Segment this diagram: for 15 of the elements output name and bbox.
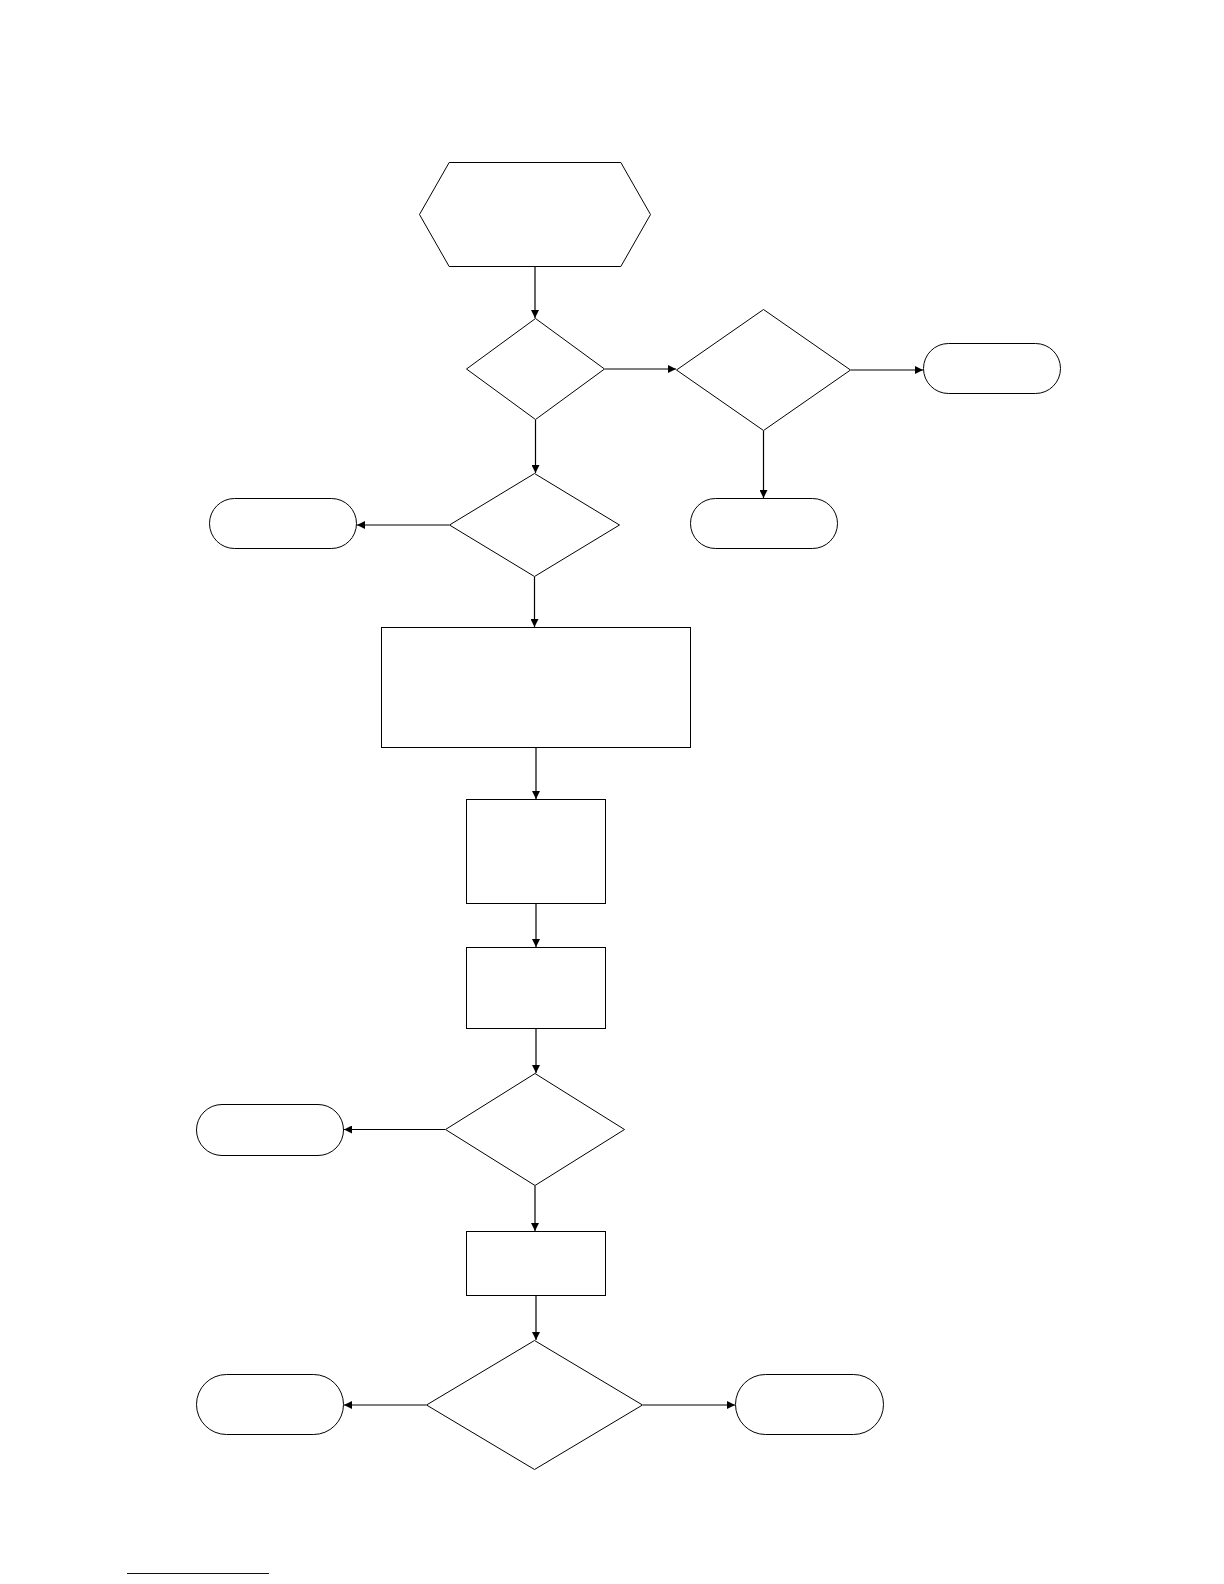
arrow <box>642 1401 736 1409</box>
arrow <box>530 576 539 628</box>
arrow <box>531 266 539 319</box>
arrow <box>343 1401 427 1409</box>
arrow <box>356 521 450 529</box>
arrow <box>532 903 540 948</box>
arrow <box>850 366 924 374</box>
arrow <box>531 419 540 474</box>
arrow <box>604 365 677 373</box>
arrow <box>532 1295 540 1341</box>
arrow <box>532 747 540 800</box>
arrow <box>531 1185 539 1232</box>
arrow <box>532 1028 540 1074</box>
arrow <box>759 430 768 499</box>
arrow <box>343 1125 446 1134</box>
